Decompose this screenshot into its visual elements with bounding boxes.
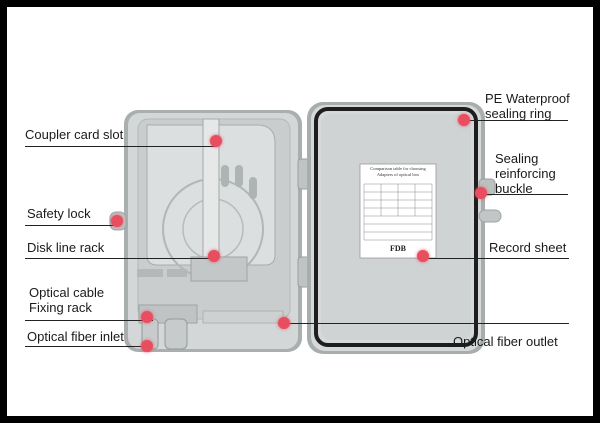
label-safety-lock: Safety lock [27,206,91,221]
record-card-title-line1: Comparison table for choosing [370,166,426,171]
leader-line-disk [25,258,215,259]
marker-optical-fiber-inlet [141,340,153,352]
label-optical-fiber-inlet: Optical fiber inlet [27,329,124,344]
leader-line-fixing [25,320,153,321]
label-pe-line1: PE Waterproof [485,91,570,106]
marker-pe-waterproof-ring [458,114,470,126]
leader-line-outlet [287,323,569,324]
leader-line-buckle [481,194,568,195]
record-card-title-line2: Adapters of optical box [376,172,420,177]
image-frame: Comparison table for choosing Adapters o… [7,7,593,416]
label-fixing-rack-line2: Fixing rack [29,300,92,315]
label-optical-fiber-outlet: Optical fiber outlet [453,334,558,349]
label-disk-line-rack: Disk line rack [27,240,105,255]
marker-disk-line-rack [208,250,220,262]
marker-optical-cable-fixing-rack [141,311,153,323]
label-buckle-line3: buckle [495,181,533,196]
label-record-sheet: Record sheet [489,240,567,255]
right-box-lid [307,102,502,354]
leader-line-pe [465,120,568,121]
label-pe-waterproof-ring: PE Waterproof sealing ring [485,91,570,121]
label-pe-line2: sealing ring [485,106,552,121]
label-optical-cable-line1: Optical cable [29,285,105,300]
fiber-box-illustration [109,102,502,354]
marker-record-sheet [417,250,429,262]
leader-line-safety [25,225,117,226]
record-card-brand: FDB [390,244,406,253]
leader-line-coupler [25,146,217,147]
record-card-title: Comparison table for choosing Adapters o… [362,166,434,178]
label-sealing-buckle: Sealing reinforcing buckle [495,151,556,196]
label-optical-cable-fixing-rack: Optical cable Fixing rack [29,285,104,315]
marker-safety-lock [111,215,123,227]
label-buckle-line2: reinforcing [495,166,556,181]
label-buckle-line1: Sealing [495,151,539,166]
marker-optical-fiber-outlet [278,317,290,329]
marker-sealing-buckle [475,187,487,199]
leader-line-record [427,258,569,259]
label-coupler-card-slot: Coupler card slot [25,127,124,142]
left-box-base [109,110,311,352]
marker-coupler-card-slot [210,135,222,147]
leader-line-inlet [25,346,145,347]
